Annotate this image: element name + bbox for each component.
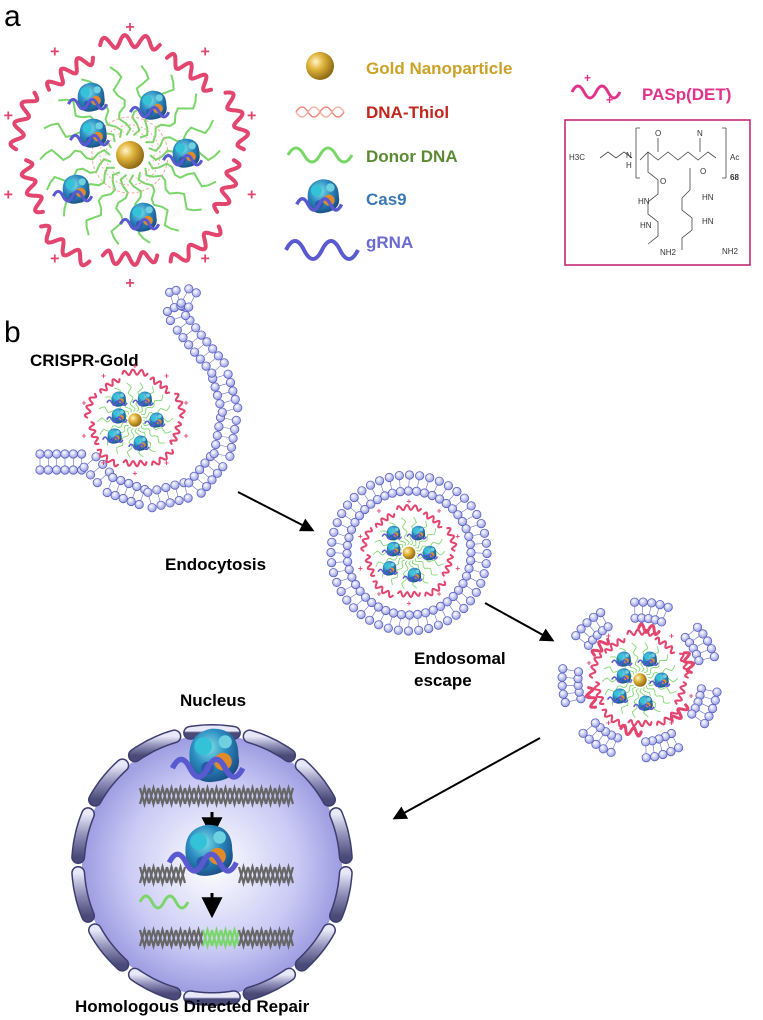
svg-text:+: + <box>584 71 591 85</box>
endosomal-label-2: escape <box>414 671 472 690</box>
svg-text:+: + <box>125 275 134 292</box>
svg-text:NH2: NH2 <box>660 248 677 257</box>
svg-text:HN: HN <box>702 217 714 226</box>
svg-text:+: + <box>437 589 442 598</box>
crispr-gold-particle-endosome: + + + + + + + + + + <box>358 497 460 608</box>
svg-text:+: + <box>455 532 460 541</box>
svg-text:+: + <box>164 371 169 381</box>
svg-text:+: + <box>201 251 210 268</box>
endosomal-label-1: Endosomal <box>414 649 506 668</box>
crispr-gold-label: CRISPR-Gold <box>30 351 139 370</box>
pasp-det-icon <box>570 84 622 100</box>
svg-text:+: + <box>586 691 591 701</box>
svg-text:+: + <box>377 507 382 516</box>
endocytosis-label: Endocytosis <box>165 555 266 574</box>
cut-dna <box>138 862 295 888</box>
nucleus-label: Nucleus <box>180 691 246 710</box>
legend-donor-label: Donor DNA <box>366 147 458 166</box>
crispr-gold-particle-uptake: + + + + + + + + + + <box>81 360 188 478</box>
svg-text:+: + <box>184 397 189 407</box>
legend: Gold Nanoparticle DNA-Thiol Donor DNA Ca… <box>284 52 512 261</box>
target-dna <box>138 783 295 809</box>
svg-text:HN: HN <box>638 197 650 206</box>
pasp-det-structure: H3C N H O N Ac 68 O O HN HN NH2 HN HN NH… <box>564 119 751 266</box>
svg-text:N: N <box>626 151 632 160</box>
arrow-endosomal-escape <box>484 602 555 642</box>
svg-text:+: + <box>247 107 256 124</box>
legend-gold-label: Gold Nanoparticle <box>366 59 512 78</box>
legend-cas9-label: Cas9 <box>366 190 407 209</box>
svg-text:+: + <box>50 43 59 60</box>
svg-text:O: O <box>660 177 666 186</box>
svg-text:+: + <box>689 657 694 667</box>
svg-text:+: + <box>164 458 169 468</box>
svg-text:HN: HN <box>640 221 652 230</box>
arrow-to-nucleus <box>392 737 541 820</box>
svg-text:+: + <box>455 564 460 573</box>
svg-text:+: + <box>4 107 13 124</box>
dna-thiol-icon <box>295 106 345 118</box>
gold-core <box>116 141 144 169</box>
svg-text:+: + <box>133 360 138 370</box>
repaired-dna <box>138 925 295 951</box>
donor-dna-icon <box>286 146 354 164</box>
svg-text:NH2: NH2 <box>722 247 739 256</box>
arrow-endocytosis <box>237 491 315 532</box>
svg-text:+: + <box>606 631 611 641</box>
crispr-gold-nanoparticle: + + + + + + + + + + <box>4 19 257 292</box>
svg-text:+: + <box>358 532 363 541</box>
svg-text:+: + <box>606 718 611 728</box>
svg-text:H3C: H3C <box>569 153 585 162</box>
crispr-gold-particle-released: + + + + + + + + + + <box>586 620 693 738</box>
svg-text:+: + <box>407 497 412 506</box>
legend-dna-thiol-label: DNA-Thiol <box>366 103 449 122</box>
svg-text:+: + <box>184 431 189 441</box>
svg-text:N: N <box>697 129 703 138</box>
cell-membrane <box>35 284 243 513</box>
svg-text:+: + <box>81 397 86 407</box>
svg-text:+: + <box>101 371 106 381</box>
svg-text:+: + <box>586 657 591 667</box>
svg-text:+: + <box>437 507 442 516</box>
svg-text:+: + <box>638 620 643 630</box>
svg-text:+: + <box>247 187 256 204</box>
svg-text:HN: HN <box>702 193 714 202</box>
svg-text:+: + <box>81 431 86 441</box>
svg-text:O: O <box>655 129 661 138</box>
svg-text:+: + <box>358 564 363 573</box>
legend-grna-label: gRNA <box>366 233 413 252</box>
donor-dna-template <box>138 894 190 910</box>
svg-text:+: + <box>50 251 59 268</box>
svg-text:+: + <box>407 599 412 608</box>
svg-text:+: + <box>606 93 613 107</box>
svg-text:+: + <box>669 718 674 728</box>
svg-text:+: + <box>101 458 106 468</box>
svg-text:Ac: Ac <box>730 153 739 162</box>
svg-text:H: H <box>626 161 632 170</box>
cas9-icon <box>295 177 344 216</box>
svg-text:+: + <box>133 468 138 478</box>
pasp-det-legend: + + PASp(DET) <box>570 71 731 107</box>
svg-text:+: + <box>201 43 210 60</box>
panel-a-letter: a <box>4 0 21 33</box>
svg-text:+: + <box>689 691 694 701</box>
svg-text:O: O <box>700 167 706 176</box>
svg-text:+: + <box>669 631 674 641</box>
svg-text:+: + <box>125 19 134 36</box>
panel-b-letter: b <box>4 316 21 349</box>
pasp-det-polymer-shell: + + + + + + + + + + <box>4 19 257 292</box>
pasp-det-label: PASp(DET) <box>642 85 731 104</box>
svg-text:+: + <box>377 589 382 598</box>
svg-text:+: + <box>638 728 643 738</box>
svg-text:68: 68 <box>730 173 739 182</box>
gold-nanoparticle-icon <box>306 52 334 80</box>
grna-icon <box>284 239 360 261</box>
hdr-label: Homologous Directed Repair <box>75 997 310 1016</box>
svg-text:+: + <box>4 187 13 204</box>
endosome-vesicle <box>326 470 492 636</box>
hdr-process <box>138 729 295 951</box>
